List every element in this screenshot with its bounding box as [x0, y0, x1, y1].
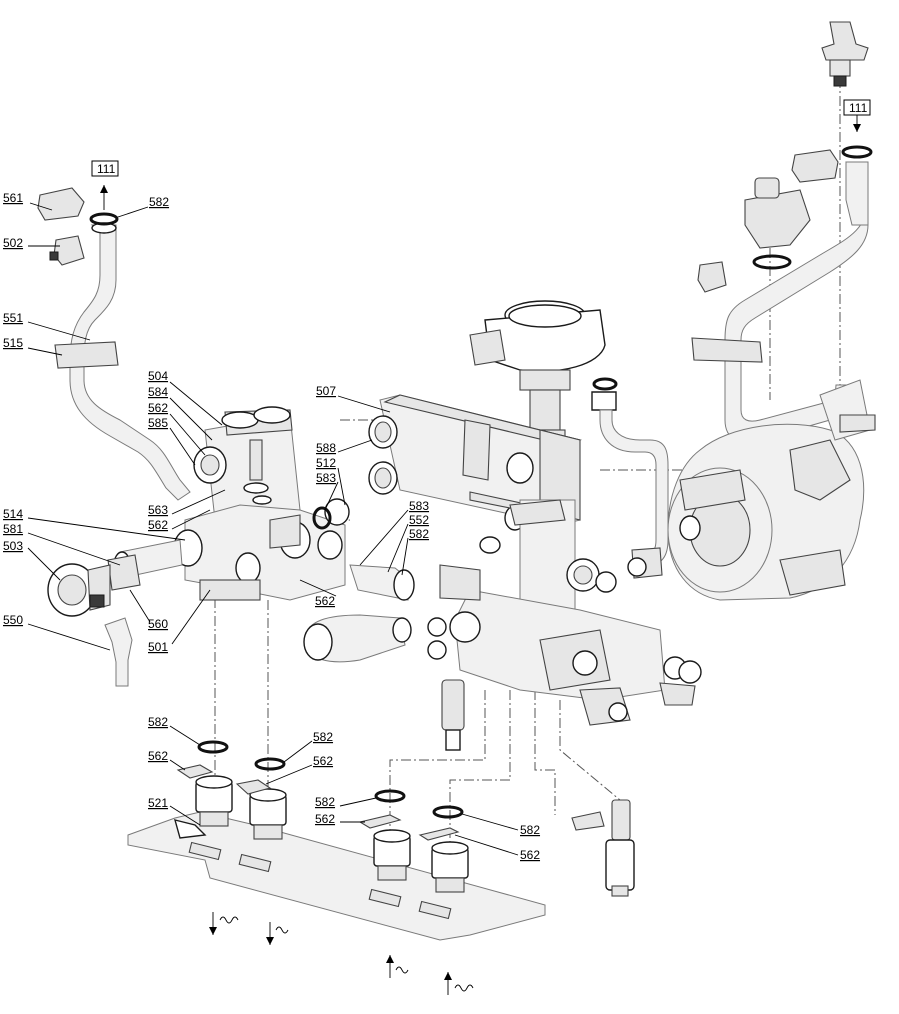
label-582: 582 [520, 823, 540, 837]
base-plate-assembly [127, 740, 635, 995]
label-582: 582 [409, 527, 429, 541]
label-507: 507 [316, 384, 336, 398]
label-562: 562 [315, 594, 335, 608]
label-583: 583 [409, 499, 429, 513]
hydraulic-block-right [303, 499, 702, 751]
label-552: 552 [409, 513, 429, 527]
label-584: 584 [148, 385, 168, 399]
label-502: 502 [3, 236, 23, 250]
label-562: 562 [148, 518, 168, 532]
nipple-left-2 [249, 788, 287, 840]
hydraulic-block-left [37, 160, 415, 687]
label-504: 504 [148, 369, 168, 383]
label-562: 562 [520, 848, 540, 862]
nipple-right-2 [431, 841, 469, 893]
flow-arrows [209, 912, 474, 995]
label-582: 582 [148, 715, 168, 729]
nipple-right-1 [373, 829, 411, 881]
label-562: 562 [313, 754, 333, 768]
label-514: 514 [3, 507, 23, 521]
label-582: 582 [149, 195, 169, 209]
label-588: 588 [316, 441, 336, 455]
label-582: 582 [313, 730, 333, 744]
label-562: 562 [148, 401, 168, 415]
label-515: 515 [3, 336, 23, 350]
nipple-left-1 [195, 775, 233, 827]
plate-heat-exchanger [368, 394, 582, 531]
label-582: 582 [315, 795, 335, 809]
label-562: 562 [315, 812, 335, 826]
label-501: 501 [148, 640, 168, 654]
pump-assembly [667, 379, 876, 601]
top-right-assembly [691, 21, 873, 443]
label-ref-111-left: 111 [97, 162, 116, 176]
label-561: 561 [3, 191, 23, 205]
label-521: 521 [148, 796, 168, 810]
label-562: 562 [148, 749, 168, 763]
label-581: 581 [3, 522, 23, 536]
leader-lines [27, 202, 519, 856]
label-551: 551 [3, 311, 23, 325]
label-560: 560 [148, 617, 168, 631]
ref-box-111-left [91, 160, 119, 177]
label-583: 583 [316, 471, 336, 485]
part-number-labels: 111 111 582 561 502 551 515 504 584 562 … [3, 101, 868, 862]
label-503: 503 [3, 539, 23, 553]
label-550: 550 [3, 613, 23, 627]
label-ref-111-right: 111 [849, 101, 868, 115]
label-512: 512 [316, 456, 336, 470]
label-585: 585 [148, 416, 168, 430]
label-563: 563 [148, 503, 168, 517]
